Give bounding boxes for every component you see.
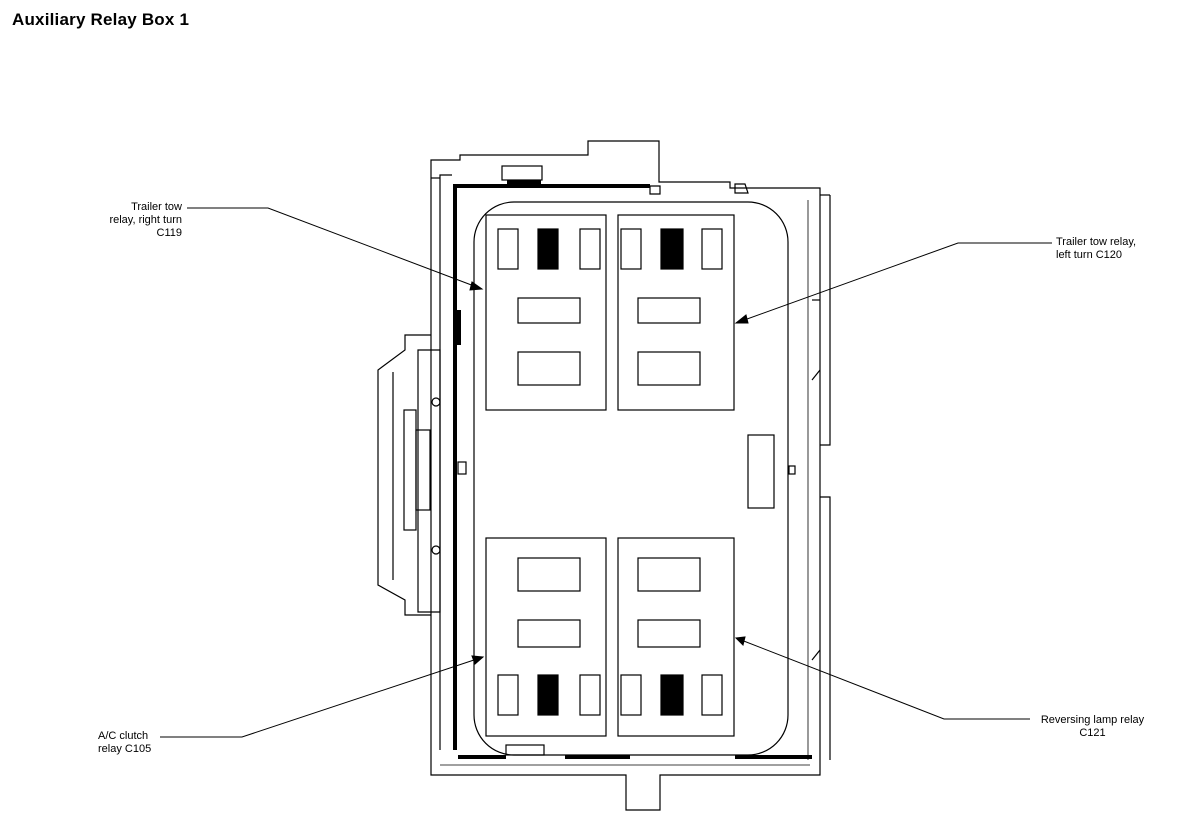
callout-trailer-tow-right-turn: Trailer tow relay, right turn C119: [70, 201, 182, 240]
relay-c105: [485, 537, 607, 737]
callout-trailer-tow-left-turn: Trailer tow relay, left turn C120: [1056, 236, 1136, 262]
callout-line: Trailer tow: [131, 201, 182, 213]
callout-line: Trailer tow relay,: [1056, 236, 1137, 248]
leader-lines: [160, 207, 1052, 738]
housing-outline: [377, 140, 831, 811]
relay-c120: [617, 214, 735, 411]
callout-line: C121: [1079, 727, 1106, 739]
callout-line: relay C105: [98, 743, 152, 755]
housing-black-edges: [453, 180, 812, 759]
relay-c121: [617, 537, 735, 737]
callout-line: Reversing lamp relay: [1040, 714, 1145, 726]
callout-line: left turn C120: [1056, 249, 1123, 261]
callout-line: A/C clutch: [98, 730, 149, 742]
relay-c119: [485, 214, 607, 411]
callout-ac-clutch-relay: A/C clutch relay C105: [98, 730, 151, 756]
relay-cavity: [473, 201, 789, 756]
callout-line: C119: [156, 227, 182, 239]
callout-reversing-lamp-relay: Reversing lamp relay C121: [1030, 714, 1155, 740]
page-title: Auxiliary Relay Box 1: [12, 10, 190, 29]
side-slot: [747, 434, 775, 509]
callout-line: relay, right turn: [109, 214, 182, 226]
